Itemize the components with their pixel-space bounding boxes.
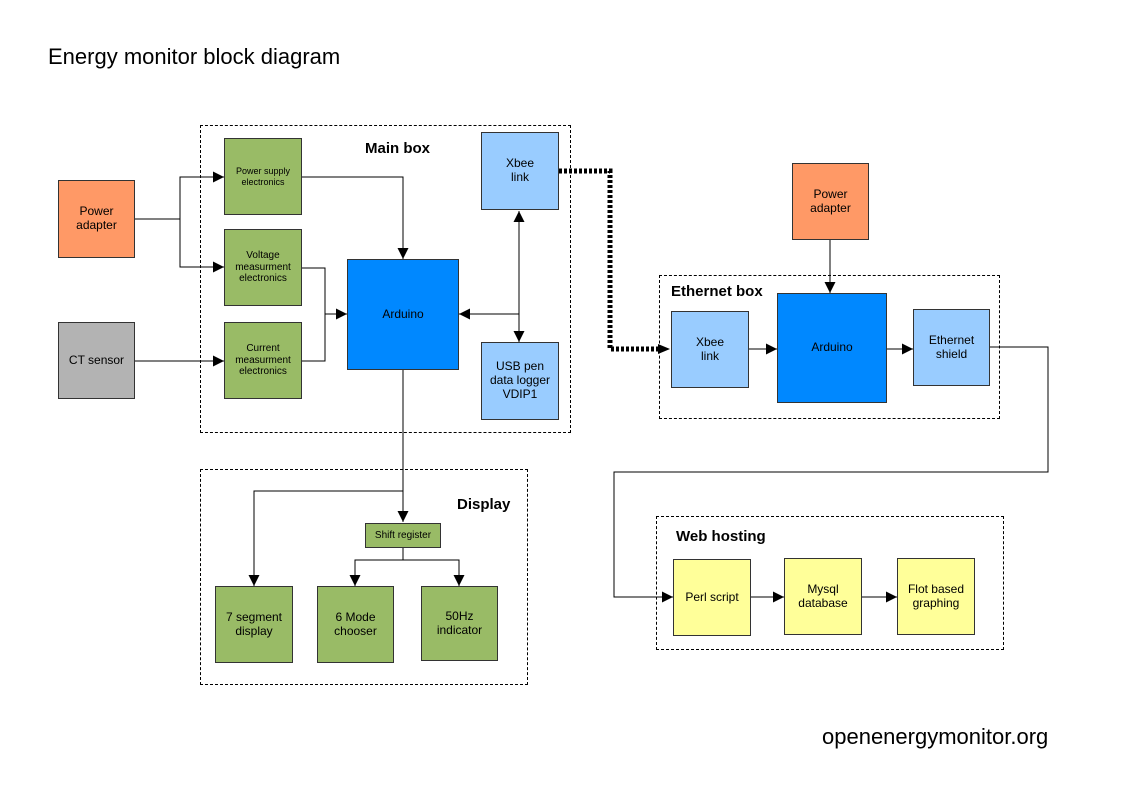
arduino-ethernet-box: Arduino <box>777 293 887 403</box>
power-supply-electronics-box: Power supply electronics <box>224 138 302 215</box>
wire-psu-to-arduino <box>302 176 409 259</box>
wire-voltage-merge <box>302 267 326 362</box>
ethernet-box-label: Ethernet box <box>671 283 763 300</box>
arduino-main-box: Arduino <box>347 259 459 370</box>
power-adapter-ethernet-box: Power adapter <box>792 163 869 240</box>
web-hosting-label: Web hosting <box>676 528 766 545</box>
50hz-indicator-box: 50Hz indicator <box>421 586 498 661</box>
wire-shield-to-perl <box>613 346 1049 603</box>
flot-graphing-box: Flot based graphing <box>897 558 975 635</box>
display-label: Display <box>457 496 511 513</box>
current-measurement-box: Current measurment electronics <box>224 322 302 399</box>
web-hosting-group <box>656 516 1004 650</box>
xbee-link-main-box: Xbee link <box>481 132 559 210</box>
site-footer-text: openenergymonitor.org <box>822 724 1049 749</box>
wire-to-mode <box>349 559 403 586</box>
perl-script-box: Perl script <box>673 559 751 636</box>
diagram-title: Energy monitor block diagram <box>48 44 341 69</box>
wire-to-seven-segment <box>248 490 403 586</box>
wire-to-indicator <box>403 559 465 586</box>
usb-data-logger-box: USB pen data logger VDIP1 <box>481 342 559 420</box>
shift-register-box: Shift register <box>365 523 441 548</box>
power-adapter-box: Power adapter <box>58 180 135 258</box>
mode-chooser-box: 6 Mode chooser <box>317 586 394 663</box>
main-box-label: Main box <box>365 140 431 157</box>
ethernet-shield-box: Ethernet shield <box>913 309 990 386</box>
wire-to-voltage <box>179 219 224 273</box>
mysql-database-box: Mysql database <box>784 558 862 635</box>
main-box-group <box>200 125 571 433</box>
voltage-measurement-box: Voltage measurment electronics <box>224 229 302 306</box>
ct-sensor-box: CT sensor <box>58 322 135 399</box>
display-group <box>200 469 528 685</box>
wireless-link-arrowhead <box>658 344 670 354</box>
seven-segment-display-box: 7 segment display <box>215 586 293 663</box>
wireless-link <box>559 168 658 352</box>
wire-to-power-supply <box>179 171 224 219</box>
xbee-link-ethernet-box: Xbee link <box>671 311 749 388</box>
